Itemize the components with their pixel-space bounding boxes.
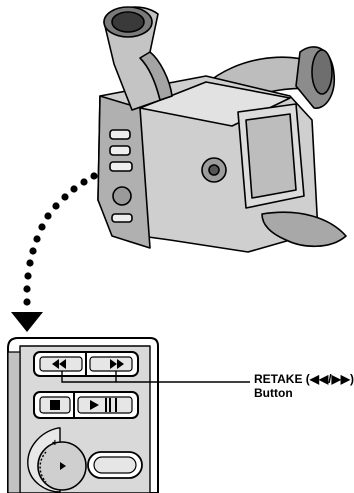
retake-label-line1: RETAKE (◀◀/▶▶) <box>254 372 354 386</box>
svg-text:+: + <box>52 438 58 449</box>
retake-label-line2: Button <box>254 386 354 400</box>
camcorder-side-panel-closeup <box>8 338 158 493</box>
stop-icon <box>50 400 60 410</box>
dotted-curved-arrow <box>11 172 98 332</box>
camcorder-illustration <box>98 7 346 252</box>
retake-button-label: RETAKE (◀◀/▶▶) Button <box>254 372 354 400</box>
